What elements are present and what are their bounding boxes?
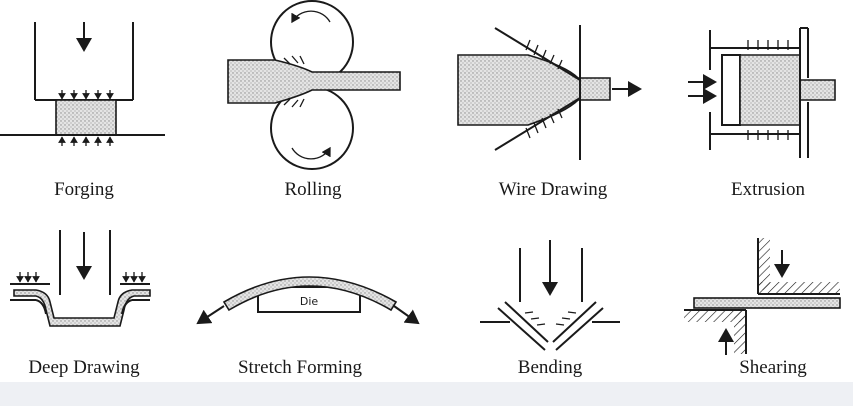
label-rolling: Rolling (284, 179, 342, 200)
label-bending: Bending (517, 357, 583, 378)
wire-drawing-illustration (457, 25, 642, 160)
bending-illustration (480, 240, 620, 351)
label-extrusion: Extrusion (731, 179, 805, 200)
shearing-illustration (684, 238, 841, 355)
process-illustrations: Die (0, 0, 841, 355)
die-block (257, 286, 361, 313)
forging-illustration (0, 22, 165, 146)
deep-drawing-illustration (10, 230, 151, 327)
label-forging: Forging (54, 179, 114, 200)
label-wire-drawing: Wire Drawing (498, 179, 608, 200)
extrusion-illustration (688, 27, 836, 158)
die-label: Die (300, 295, 319, 308)
label-shearing: Shearing (739, 357, 807, 378)
rolling-illustration (227, 0, 401, 170)
stretch-forming-illustration: Die (196, 276, 420, 325)
label-stretch-forming: Stretch Forming (237, 357, 363, 378)
label-deep-drawing: Deep Drawing (28, 357, 140, 378)
